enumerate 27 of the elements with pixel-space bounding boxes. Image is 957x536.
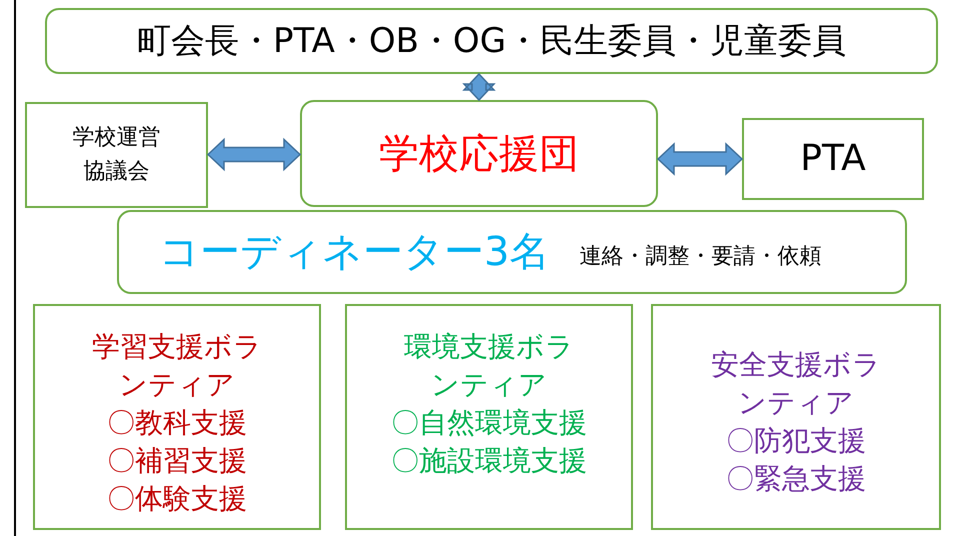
double-arrow [656,142,744,176]
node-text: 〇体験支援 [107,481,247,517]
node-text: 連絡・調整・要請・依頼 [579,242,822,270]
double-arrow [462,72,496,102]
node-text: 〇教科支援 [107,405,247,441]
rounded-box [117,210,907,294]
node-text: 〇補習支援 [107,443,247,479]
node-text: コーディネーター3名 [159,228,550,277]
node-text: 環境支援ボランティア [404,329,574,403]
box [651,304,941,530]
node-text: 町会長・PTA・OB・OG・民生委員・児童委員 [136,20,846,62]
double-arrow [206,138,302,172]
node-text: 〇施設環境支援 [391,443,587,479]
node-text: 学校応援団 [379,130,579,178]
box [33,304,321,530]
node-text: 〇自然環境支援 [391,405,587,441]
node-text: 安全支援ボランティア [711,347,881,421]
box [25,102,208,208]
node-text: 〇防犯支援 [726,423,866,459]
node-text: 学校運営協議会 [72,124,162,186]
box [345,304,633,530]
node-text: 〇緊急支援 [726,461,866,497]
node-text: 学習支援ボランティア [92,329,262,403]
rounded-box [45,8,938,74]
rounded-box [300,100,658,207]
box [742,118,924,200]
node-text: PTA [800,137,866,181]
